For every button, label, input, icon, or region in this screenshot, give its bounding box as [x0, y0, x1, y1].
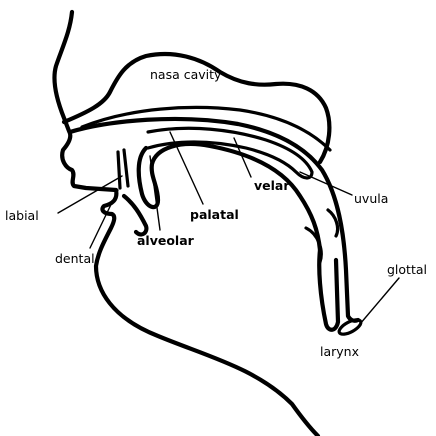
- label-uvula: uvula: [354, 191, 388, 206]
- velum: [148, 128, 312, 178]
- leader-labial: [58, 176, 122, 213]
- label-glottal: glottal: [387, 262, 427, 277]
- upper-teeth: [118, 150, 128, 188]
- label-velar: velar: [254, 178, 290, 193]
- label-alveolar: alveolar: [137, 233, 195, 248]
- label-palatal: palatal: [190, 207, 239, 222]
- label-nasal-cavity: nasa cavity: [150, 67, 222, 82]
- label-labial: labial: [5, 208, 39, 223]
- label-dental: dental: [55, 251, 95, 266]
- leader-glottal: [360, 278, 399, 324]
- label-larynx: larynx: [320, 344, 359, 359]
- larynx-glottis: [337, 317, 363, 337]
